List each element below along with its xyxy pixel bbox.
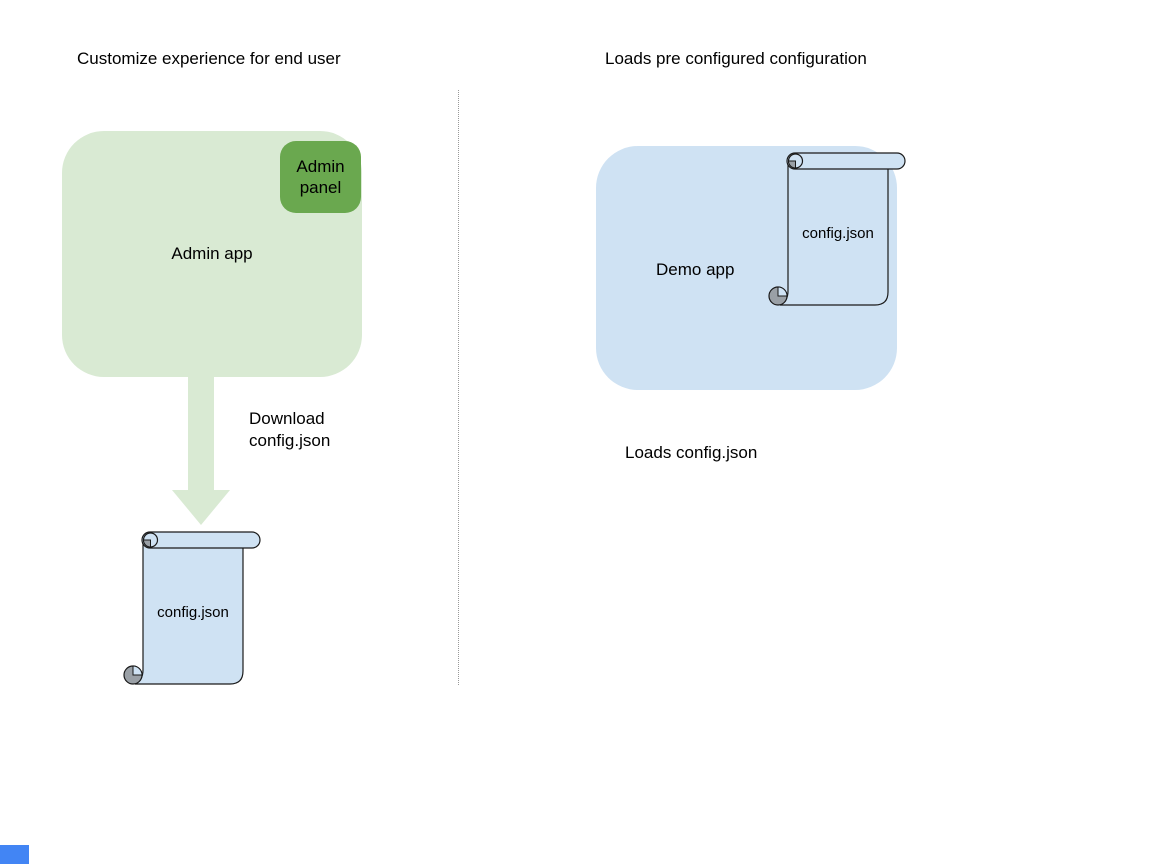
scroll-icon xyxy=(768,152,906,306)
admin-app-box: Admin app Admin panel xyxy=(62,131,362,377)
download-arrow-label: Download config.json xyxy=(249,408,330,452)
scroll-roll-spiral-shade xyxy=(787,160,796,169)
admin-panel-box: Admin panel xyxy=(280,141,361,213)
scroll-top-roll xyxy=(786,152,906,170)
admin-panel-label: Admin panel xyxy=(296,157,345,197)
corner-marker xyxy=(0,845,29,864)
download-arrow-icon xyxy=(170,377,232,527)
scroll-icon xyxy=(123,531,261,685)
config-json-label-left: config.json xyxy=(157,604,229,621)
config-json-label-right: config.json xyxy=(802,225,874,242)
scroll-roll-spiral-shade xyxy=(142,539,151,548)
scroll-top-roll xyxy=(141,531,261,549)
download-label-line2: config.json xyxy=(249,431,331,450)
scroll-bottom-curl-face xyxy=(777,286,788,297)
config-json-scroll-right: config.json xyxy=(765,149,910,309)
left-section-title: Customize experience for end user xyxy=(77,49,341,68)
right-section-title: Loads pre configured configuration xyxy=(605,49,867,68)
section-divider xyxy=(458,90,459,685)
demo-app-label: Demo app xyxy=(656,260,735,279)
admin-app-label: Admin app xyxy=(171,244,253,263)
loads-config-caption: Loads config.json xyxy=(625,443,758,462)
config-json-scroll-left: config.json xyxy=(120,528,265,688)
down-arrow-shape xyxy=(172,377,230,525)
scroll-bottom-curl-face xyxy=(132,665,143,676)
download-label-line1: Download xyxy=(249,409,325,428)
down-arrow-icon xyxy=(172,377,230,525)
